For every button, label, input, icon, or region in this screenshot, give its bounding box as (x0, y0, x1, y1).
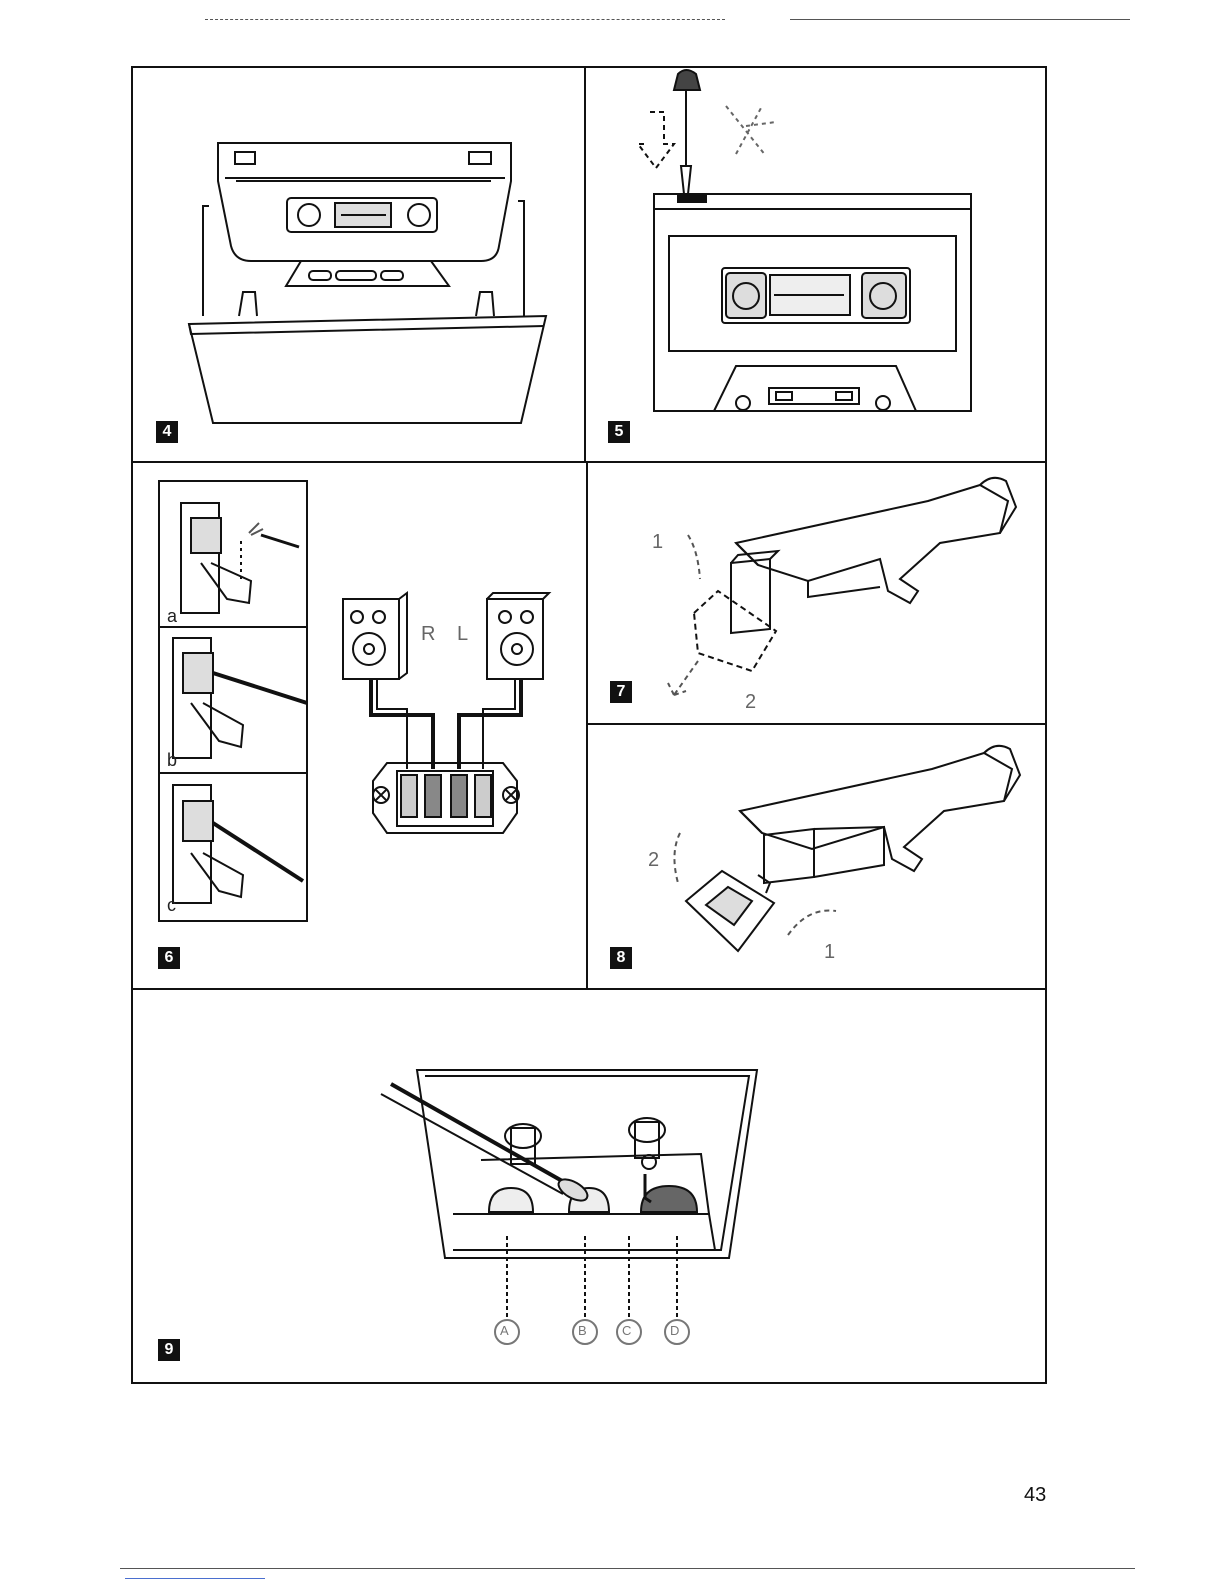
sub-label-a: a (167, 606, 177, 627)
figure-number-badge: 9 (158, 1339, 180, 1361)
bottom-rule (120, 1568, 1135, 1569)
step-label-1: 1 (824, 941, 835, 964)
step-label-2: 2 (648, 849, 659, 872)
figure-4-panel: 4 (131, 66, 586, 463)
figure-number-badge: 7 (610, 681, 632, 703)
figure-number-badge: 4 (156, 421, 178, 443)
stylus-removal-illustration (588, 463, 1047, 725)
top-rule (205, 19, 725, 20)
head-cleaning-illustration (131, 990, 1047, 1384)
figure-number-badge: 6 (158, 947, 180, 969)
step-label-1: 1 (652, 531, 663, 554)
erase-tab-illustration (586, 66, 1047, 463)
figure-9-panel: A B C D 9 (131, 990, 1047, 1384)
part-label-b: B (578, 1323, 587, 1338)
figure-5-panel: 5 (586, 66, 1047, 463)
part-label-d: D (670, 1323, 679, 1338)
part-label-a: A (500, 1323, 509, 1338)
speaker-wiring-illustration (131, 463, 588, 990)
part-label-c: C (622, 1323, 631, 1338)
figure-7-panel: 1 2 7 (588, 463, 1047, 725)
page-number: 43 (1024, 1484, 1046, 1507)
cassette-insertion-illustration (131, 66, 586, 463)
figure-6-panel: a b c R L 6 (131, 463, 588, 990)
sub-label-c: c (167, 895, 176, 916)
sub-label-b: b (167, 750, 177, 771)
figure-8-panel: 2 1 8 (588, 725, 1047, 990)
figure-number-badge: 5 (608, 421, 630, 443)
figure-number-badge: 8 (610, 947, 632, 969)
step-label-2: 2 (745, 691, 756, 714)
channel-label-left: L (457, 623, 468, 646)
bottom-rule-blue (125, 1578, 265, 1579)
channel-label-right: R (421, 623, 435, 646)
top-rule-right (790, 19, 1130, 20)
